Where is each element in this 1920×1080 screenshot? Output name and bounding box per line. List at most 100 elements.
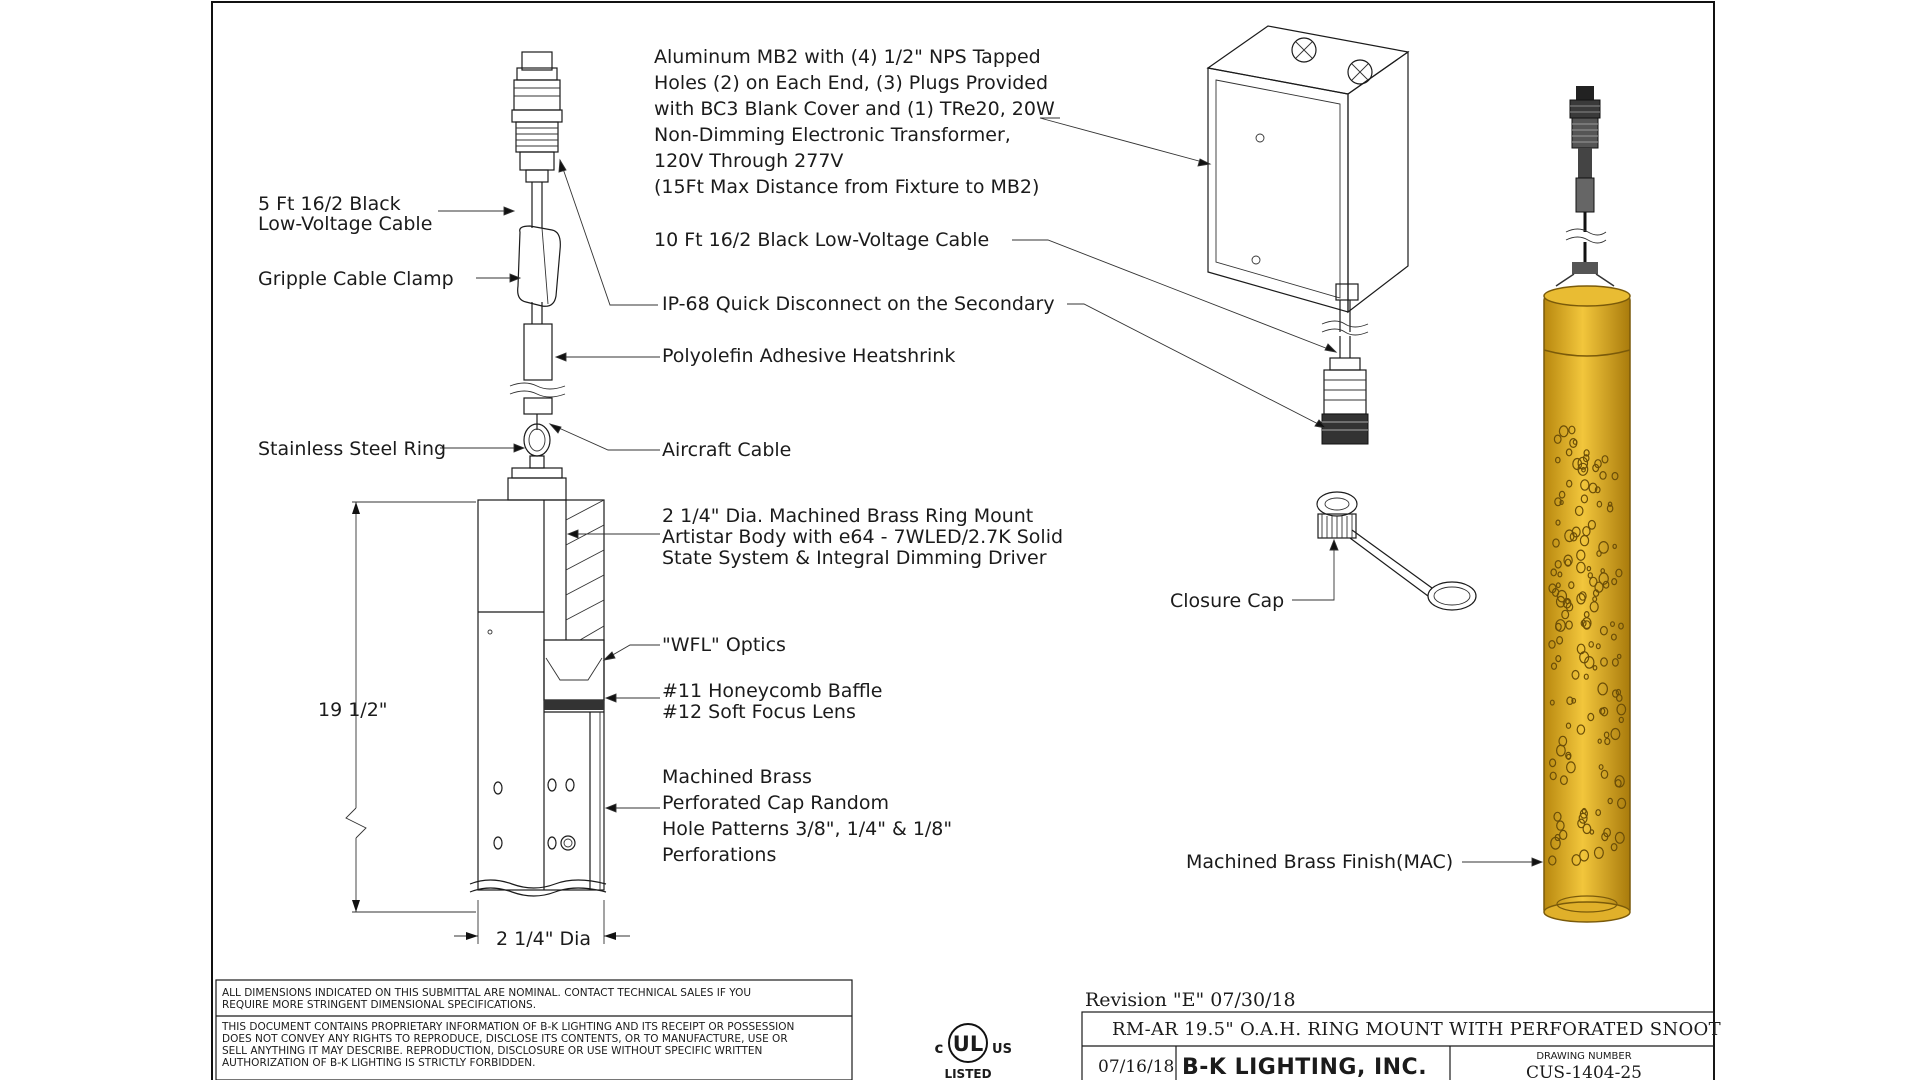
label-stainless-ring: Stainless Steel Ring — [258, 438, 446, 460]
perforation-hole — [1588, 641, 1595, 648]
perforation-hole — [1558, 829, 1568, 841]
label-ring-mount-line1: 2 1/4" Dia. Machined Brass Ring Mount — [662, 505, 1033, 527]
perforation-hole — [1556, 635, 1564, 645]
label-mb2-line6: (15Ft Max Distance from Fixture to MB2) — [654, 176, 1039, 198]
disclaimer-2-line3: SELL ANYTHING IT MAY DESCRIBE. REPRODUCT… — [222, 1045, 762, 1057]
perforation-hole — [1552, 538, 1560, 548]
perforation-hole — [1610, 727, 1621, 741]
svg-text:SELL ANYTHING IT MAY DESCRIBE.: SELL ANYTHING IT MAY DESCRIBE. REPRODUCT… — [222, 1045, 762, 1057]
perforation-hole — [1565, 448, 1573, 457]
perforation-hole — [1578, 591, 1587, 601]
perforation-hole — [1563, 554, 1573, 567]
disclaimer-2-line2: DOES NOT CONVEY ANY RIGHTS TO REPRODUCE,… — [222, 1033, 788, 1045]
svg-text:2 1/4" Dia. Machined Brass Rin: 2 1/4" Dia. Machined Brass Ring Mount — [662, 505, 1033, 527]
perforation-hole — [1581, 807, 1587, 814]
perforation-hole — [1598, 764, 1604, 770]
perforation-hole — [1582, 454, 1590, 463]
perforation-hole — [1604, 737, 1611, 746]
perforation-hole — [1555, 654, 1562, 663]
fixture-body-section — [477, 499, 605, 891]
secondary-connector — [1321, 300, 1369, 445]
perforation-hole — [1579, 534, 1590, 547]
svg-text:Artistar Body with e64 - 7WLED: Artistar Body with e64 - 7WLED/2.7K Soli… — [662, 526, 1063, 548]
perforation-hole — [1550, 568, 1558, 577]
perforation-hole — [1576, 724, 1586, 735]
svg-text:Aluminum MB2 with (4) 1/2" NPS: Aluminum MB2 with (4) 1/2" NPS Tapped — [654, 46, 1041, 68]
leader-lines — [438, 117, 1544, 867]
perforation-hole — [1554, 622, 1562, 632]
label-closure-cap: Closure Cap — [1170, 590, 1284, 612]
perforation-hole — [1606, 504, 1614, 513]
label-ring-mount-line3: State System & Integral Dimming Driver — [662, 547, 1047, 569]
sheet-border — [211, 1, 1715, 1080]
revision-text: Revision "E" 07/30/18 — [1085, 989, 1296, 1011]
svg-text:5 Ft 16/2 Black: 5 Ft 16/2 Black — [258, 193, 401, 215]
perforation-hole — [1556, 589, 1568, 603]
svg-text:with BC3 Blank Cover and (1) T: with BC3 Blank Cover and (1) TRe20, 20W — [654, 98, 1055, 120]
callout-labels: 5 Ft 16/2 Black Low-Voltage Cable Grippl… — [258, 46, 1453, 950]
disclaimer-2-line4: AUTHORIZATION OF B-K LIGHTING IS STRICTL… — [222, 1057, 535, 1069]
perforation-hole — [1582, 620, 1591, 630]
perforation-hole — [1572, 439, 1578, 445]
heatshrink — [523, 323, 553, 381]
perforation-hole — [1587, 519, 1597, 530]
svg-text:LISTED: LISTED — [944, 1067, 991, 1080]
svg-text:Low-Voltage Cable: Low-Voltage Cable — [258, 213, 432, 235]
perforation-hole — [1558, 425, 1569, 438]
perforation-hole — [1611, 471, 1619, 481]
perforation-hole — [1553, 811, 1562, 822]
perforation-hole — [1568, 425, 1576, 435]
ul-listed-logo: UL c US LISTED — [935, 1023, 1012, 1080]
title-block: ALL DIMENSIONS INDICATED ON THIS SUBMITT… — [215, 979, 1721, 1080]
perforation-hole — [1610, 842, 1618, 852]
disclaimer-1-line1: ALL DIMENSIONS INDICATED ON THIS SUBMITT… — [222, 987, 751, 999]
perforation-hole — [1583, 449, 1590, 457]
perforation-hole — [1600, 706, 1609, 717]
label-mb2-line3: with BC3 Blank Cover and (1) TRe20, 20W — [654, 98, 1055, 120]
perforation-hole — [1549, 771, 1557, 781]
perforation-hole — [1588, 482, 1598, 494]
perforation-hole — [1595, 809, 1602, 817]
perforation-hole — [1566, 696, 1574, 706]
label-cable-5ft-line1: 5 Ft 16/2 Black — [258, 193, 401, 215]
label-wfl-optics: "WFL" Optics — [662, 634, 786, 656]
perforation-hole — [1559, 775, 1568, 786]
disclaimer-1-line2: REQUIRE MORE STRINGENT DIMENSIONAL SPECI… — [222, 999, 536, 1011]
perforation-hole — [1616, 797, 1627, 809]
honeycomb-baffle — [544, 700, 604, 710]
label-cable-5ft-line2: Low-Voltage Cable — [258, 213, 432, 235]
perforation-hole — [1596, 500, 1603, 508]
perforation-hole — [1601, 455, 1609, 464]
label-gripple: Gripple Cable Clamp — [258, 268, 454, 290]
perforation-hole — [1565, 479, 1573, 488]
perforation-hole — [1589, 829, 1595, 835]
perforation-hole — [1555, 456, 1561, 464]
perforation-hole — [1554, 497, 1562, 507]
perforation-hole — [1607, 797, 1613, 805]
perforation-hole — [1548, 640, 1556, 649]
label-perf-line3: Hole Patterns 3/8", 1/4" & 1/8" — [662, 818, 952, 840]
svg-text:(15Ft Max Distance from Fixtur: (15Ft Max Distance from Fixture to MB2) — [654, 176, 1039, 198]
perforation-hole — [1600, 769, 1609, 779]
perforation-hole — [1603, 731, 1610, 739]
perforation-hole — [1610, 633, 1617, 641]
perforation-hole — [1611, 577, 1618, 586]
perforation-hole — [1549, 699, 1555, 706]
perforation-hole — [1594, 486, 1601, 494]
perforation-hole — [1612, 543, 1618, 550]
perforation-hole — [1579, 849, 1590, 862]
closure-cap — [1316, 491, 1477, 611]
perforation-hole — [1592, 664, 1598, 671]
mb2-junction-box — [1206, 25, 1410, 314]
svg-text:c: c — [935, 1039, 944, 1057]
svg-text:US: US — [992, 1042, 1012, 1057]
perforation-hole — [1616, 653, 1622, 660]
perforation-hole — [1556, 820, 1565, 831]
perforation-hole — [1555, 595, 1566, 608]
perforation-hole — [1550, 662, 1558, 670]
label-cable-10ft: 10 Ft 16/2 Black Low-Voltage Cable — [654, 229, 989, 251]
perforation-hole — [1558, 490, 1566, 499]
svg-text:UL: UL — [953, 1032, 983, 1056]
section-view-fixture — [345, 51, 630, 944]
perforation-hole — [1597, 682, 1608, 696]
